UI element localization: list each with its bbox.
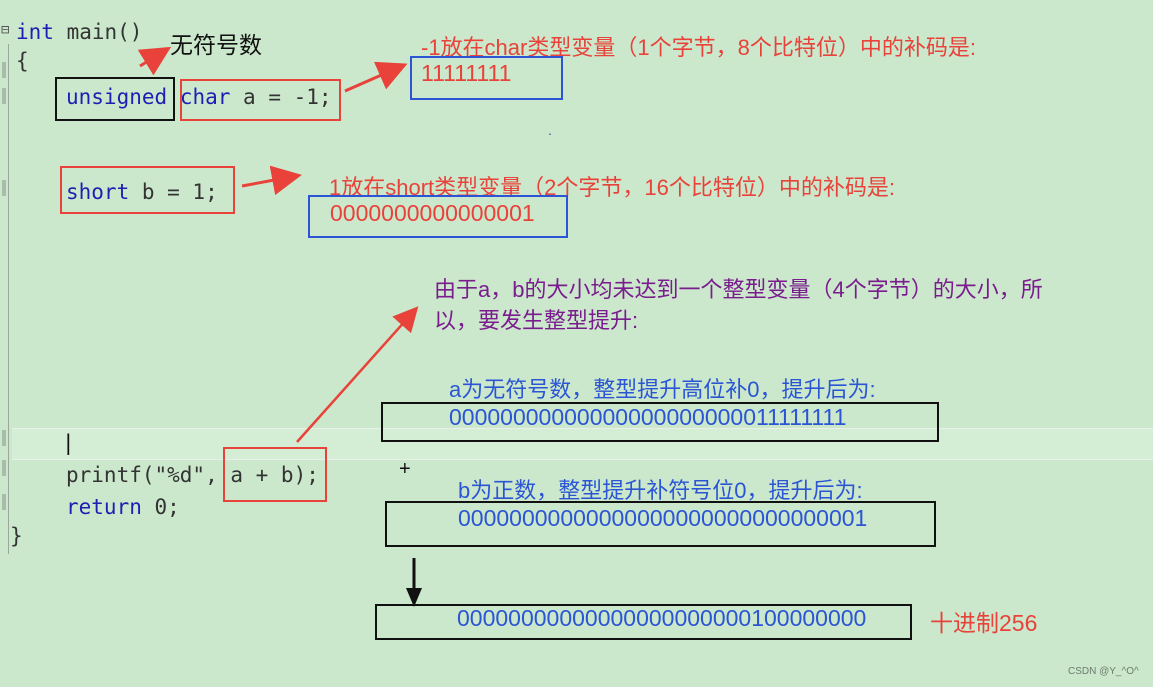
sum-expression-highlight-box — [223, 447, 327, 502]
stray-dot: . — [548, 122, 552, 138]
char-decl-rest: a = -1; — [230, 85, 332, 109]
sum-box — [375, 604, 912, 640]
printf-expression: a + b); — [217, 463, 319, 487]
b-promotion-box — [385, 501, 936, 547]
short-bits: 0000000000000001 — [330, 200, 535, 226]
sum-decimal: 十进制256 — [930, 610, 1038, 636]
unsigned-note: 无符号数 — [170, 32, 262, 58]
change-marker — [2, 494, 6, 510]
change-marker — [2, 88, 6, 104]
change-marker — [2, 180, 6, 196]
char-arrow — [344, 61, 408, 93]
b-promotion-bits: 00000000000000000000000000000001 — [458, 505, 868, 531]
printf-call: printf("%d", — [66, 463, 218, 487]
fold-guide-line — [8, 44, 9, 554]
sum-bits: 00000000000000000000000100000000 — [457, 605, 867, 631]
short-arrow — [241, 165, 302, 196]
code-line-char-decl[interactable]: unsigned char a = -1; — [66, 84, 332, 110]
short-bits-box — [308, 195, 568, 238]
code-line-main[interactable]: int main() — [16, 19, 142, 45]
code-line-short-decl[interactable]: short b = 1; — [66, 179, 218, 205]
a-promotion-bits: 00000000000000000000000011111111 — [449, 404, 847, 430]
b-promotion-note: b为正数，整型提升补符号位0，提升后为: — [458, 478, 863, 503]
unsigned-highlight-box — [55, 77, 175, 121]
current-line-highlight — [12, 428, 1153, 460]
return-value: 0; — [141, 495, 180, 519]
char-complement-note: -1放在char类型变量（1个字节，8个比特位）中的补码是: — [421, 35, 976, 60]
code-line-printf[interactable]: printf("%d", a + b); — [66, 462, 319, 488]
fold-toggle-icon[interactable]: ⊟ — [1, 22, 10, 38]
main-signature: main() — [53, 20, 143, 44]
keyword-short: short — [66, 180, 130, 204]
char-bits-box — [410, 56, 563, 100]
text-cursor: | — [62, 431, 75, 455]
close-brace: } — [10, 524, 23, 548]
change-marker — [2, 430, 6, 446]
char-decl-highlight-box — [180, 79, 341, 121]
change-marker — [2, 460, 6, 476]
keyword-return: return — [66, 495, 142, 519]
promotion-note-line1: 由于a，b的大小均未达到一个整型变量（4个字节）的大小，所 — [434, 277, 1043, 302]
code-line-return[interactable]: return 0; — [66, 494, 180, 520]
open-brace: { — [16, 49, 29, 73]
plus-sign: + — [399, 458, 411, 480]
char-bits: 11111111 — [421, 60, 512, 86]
keyword-unsigned: unsigned — [66, 85, 168, 109]
sum-down-arrow-head — [406, 588, 422, 607]
short-decl-highlight-box — [60, 166, 235, 214]
change-marker — [2, 62, 6, 78]
keyword-char: char — [179, 85, 231, 109]
unsigned-arrow — [137, 46, 172, 76]
short-decl-rest: b = 1; — [129, 180, 218, 204]
keyword-int: int — [16, 20, 54, 44]
a-promotion-box — [381, 402, 939, 442]
promotion-note-line2: 以，要发生整型提升: — [434, 308, 639, 333]
a-promotion-note: a为无符号数，整型提升高位补0，提升后为: — [449, 377, 876, 402]
promotion-arrow — [296, 306, 419, 443]
csdn-watermark: CSDN @Y_^O^ — [1068, 666, 1139, 677]
